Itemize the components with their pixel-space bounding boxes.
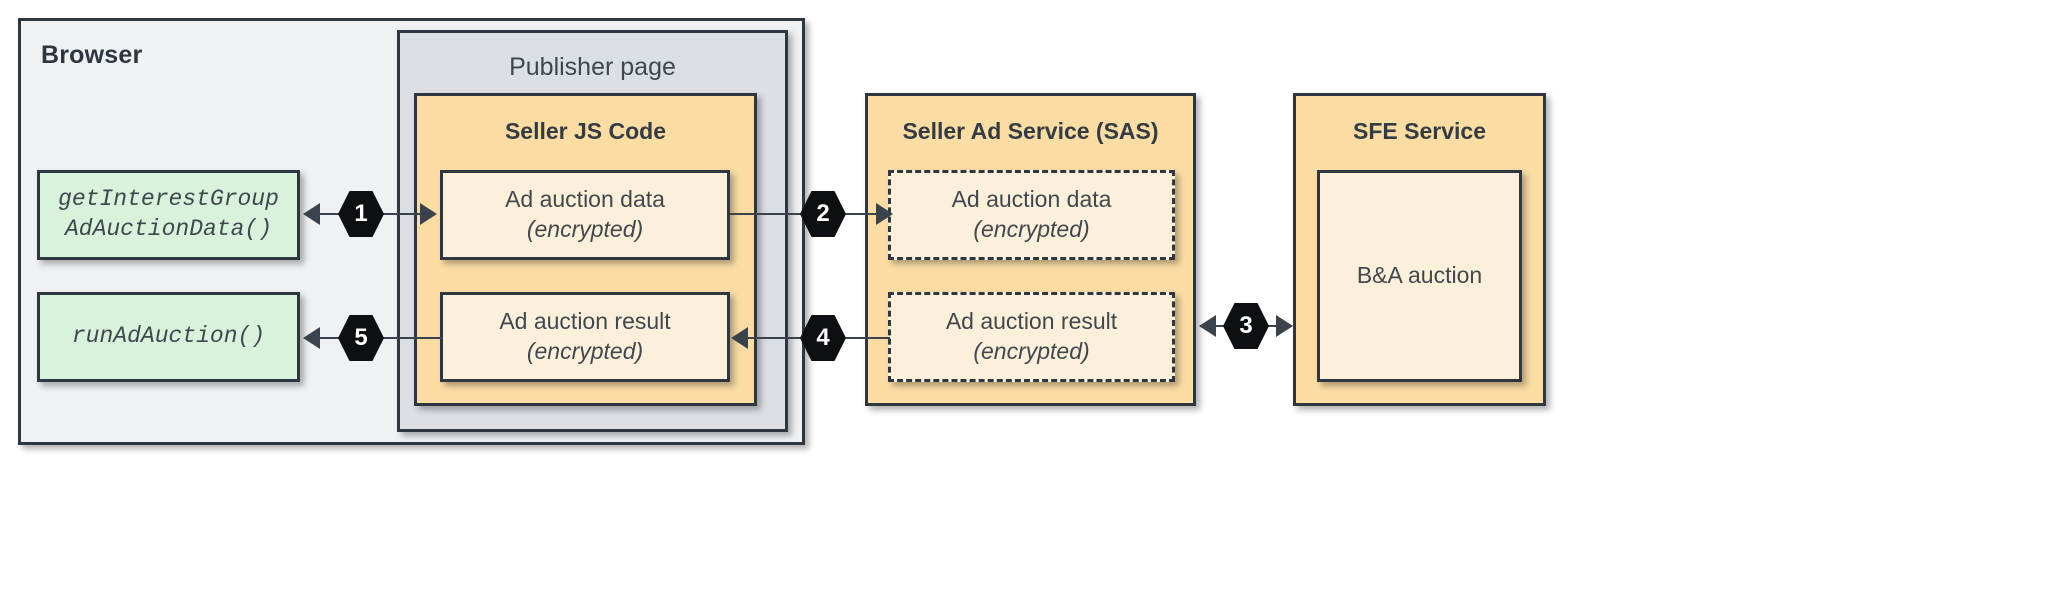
box-label-line2: (encrypted) [973, 338, 1090, 364]
browser-label: Browser [41, 41, 143, 69]
arrow-head-3-left [1199, 315, 1216, 337]
step-badge-3: 3 [1223, 303, 1269, 349]
js-ad-auction-data-box: Ad auction data (encrypted) [440, 170, 730, 260]
step-badge-2-label: 2 [816, 200, 830, 227]
sas-ad-auction-result-box: Ad auction result (encrypted) [888, 292, 1175, 382]
api-label-line1: runAdAuction() [71, 323, 266, 350]
api-label-line1: getInterestGroup [58, 186, 279, 213]
box-label-line2: (encrypted) [973, 216, 1090, 242]
step-badge-3-label: 3 [1239, 312, 1253, 339]
sas-ad-auction-data-box: Ad auction data (encrypted) [888, 170, 1175, 260]
step-badge-5-label: 5 [354, 324, 368, 351]
step-badge-4-label: 4 [816, 324, 830, 351]
arrow-head-2-right [876, 203, 893, 225]
api-box-run-ad-auction: runAdAuction() [37, 292, 300, 382]
arrow-head-1-left [303, 203, 320, 225]
arrow-head-4-left [731, 327, 748, 349]
box-label-line2: (encrypted) [526, 338, 644, 364]
box-label-line2: (encrypted) [526, 216, 644, 242]
box-label-line1: Ad auction result [499, 308, 671, 335]
js-ad-auction-result-box: Ad auction result (encrypted) [440, 292, 730, 382]
arrow-head-1-right [420, 203, 437, 225]
seller-js-code-title: Seller JS Code [504, 118, 667, 144]
seller-ad-service-title: Seller Ad Service (SAS) [902, 118, 1159, 144]
box-label-line1: Ad auction data [505, 186, 665, 213]
api-box-get-interest-group-ad-auction-data: getInterestGroup AdAuctionData() [37, 170, 300, 260]
sfe-service-title: SFE Service [1353, 118, 1486, 144]
box-label-line1: Ad auction data [951, 186, 1112, 213]
api-label-line2: AdAuctionData() [64, 216, 273, 242]
sfe-bna-auction-box: B&A auction [1317, 170, 1522, 382]
step-badge-1-label: 1 [354, 200, 368, 227]
step-badge-2: 2 [800, 191, 846, 237]
box-label-line1: Ad auction result [945, 308, 1118, 335]
publisher-page-label: Publisher page [509, 53, 676, 81]
arrow-head-5-left [303, 327, 320, 349]
step-badge-4: 4 [800, 315, 846, 361]
arrow-head-3-right [1276, 315, 1293, 337]
box-label-line1: B&A auction [1356, 262, 1483, 289]
